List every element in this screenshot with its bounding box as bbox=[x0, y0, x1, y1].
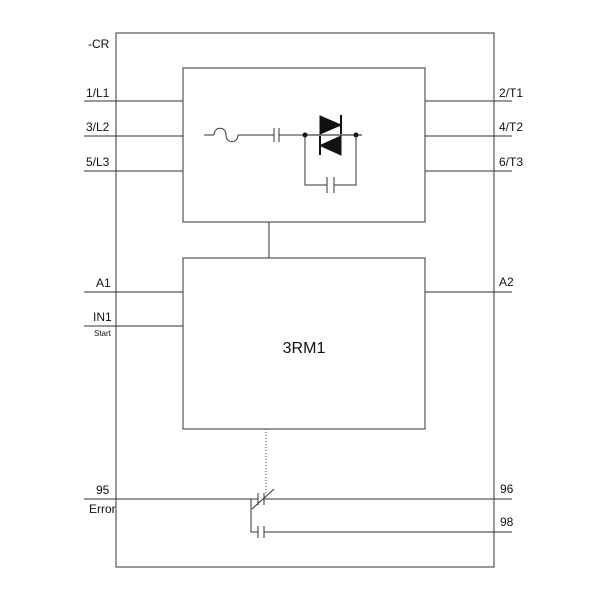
error-contact-symbol bbox=[84, 488, 512, 538]
terminal-label-t1: 2/T1 bbox=[499, 86, 523, 100]
terminal-label-95: 95 bbox=[96, 483, 110, 497]
terminal-label-t3: 6/T3 bbox=[499, 155, 523, 169]
device-designation: -CR bbox=[88, 37, 110, 51]
power-section-block bbox=[182, 67, 426, 223]
control-section-block bbox=[182, 257, 426, 430]
terminal-label-in1: IN1 bbox=[93, 310, 112, 324]
contactor-contact-symbol bbox=[270, 128, 305, 142]
terminal-sublabel-start: Start bbox=[94, 329, 112, 338]
terminal-label-l3: 5/L3 bbox=[86, 155, 110, 169]
bypass-contact-symbol bbox=[304, 135, 357, 193]
thyristor-symbol bbox=[305, 115, 362, 156]
device-enclosure bbox=[115, 32, 495, 568]
terminal-label-t2: 4/T2 bbox=[499, 120, 523, 134]
terminal-label-l1: 1/L1 bbox=[86, 86, 110, 100]
terminal-label-98: 98 bbox=[500, 515, 514, 529]
terminal-label-l2: 3/L2 bbox=[86, 120, 110, 134]
terminal-label-a2: A2 bbox=[499, 275, 514, 289]
terminal-label-96: 96 bbox=[500, 482, 514, 496]
device-model-label: 3RM1 bbox=[283, 340, 326, 357]
overload-relay-symbol bbox=[204, 127, 270, 143]
terminal-label-error: Error bbox=[89, 502, 116, 516]
terminal-label-a1: A1 bbox=[96, 276, 111, 290]
